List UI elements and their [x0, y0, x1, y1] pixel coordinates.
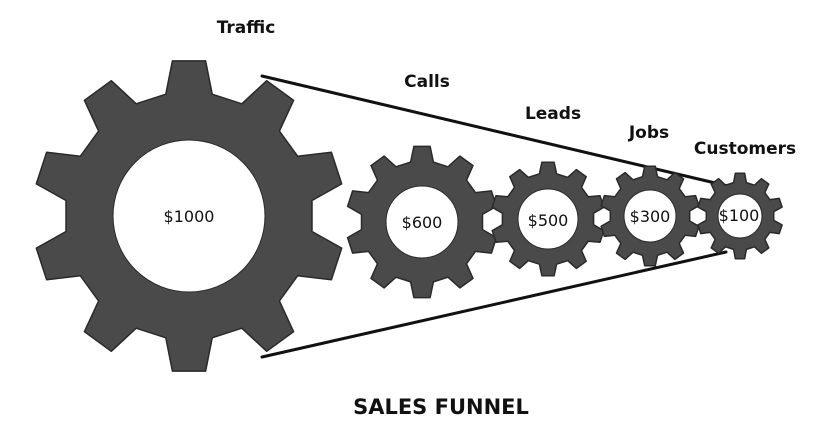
gear-calls-hole	[385, 185, 459, 259]
gear-traffic-hole	[112, 139, 266, 293]
stage-label-customers: Customers	[694, 139, 796, 159]
funnel-line-bottom	[260, 250, 728, 359]
stage-label-jobs: Jobs	[628, 123, 669, 143]
gear-value-100: $100	[719, 206, 760, 225]
diagram-title: SALES FUNNEL	[353, 395, 529, 419]
stage-label-calls: Calls	[404, 72, 450, 92]
gear-value-600: $600	[402, 213, 443, 232]
gear-jobs-hole	[623, 189, 677, 243]
gear-value-500: $500	[528, 211, 569, 230]
gear-leads-hole	[517, 188, 579, 250]
gears-group	[35, 60, 783, 372]
stage-label-traffic: Traffic	[217, 18, 276, 38]
gear-value-1000: $1000	[164, 207, 215, 226]
gear-value-300: $300	[630, 207, 671, 226]
gear-customers-hole	[717, 193, 763, 239]
stage-label-leads: Leads	[525, 104, 581, 124]
